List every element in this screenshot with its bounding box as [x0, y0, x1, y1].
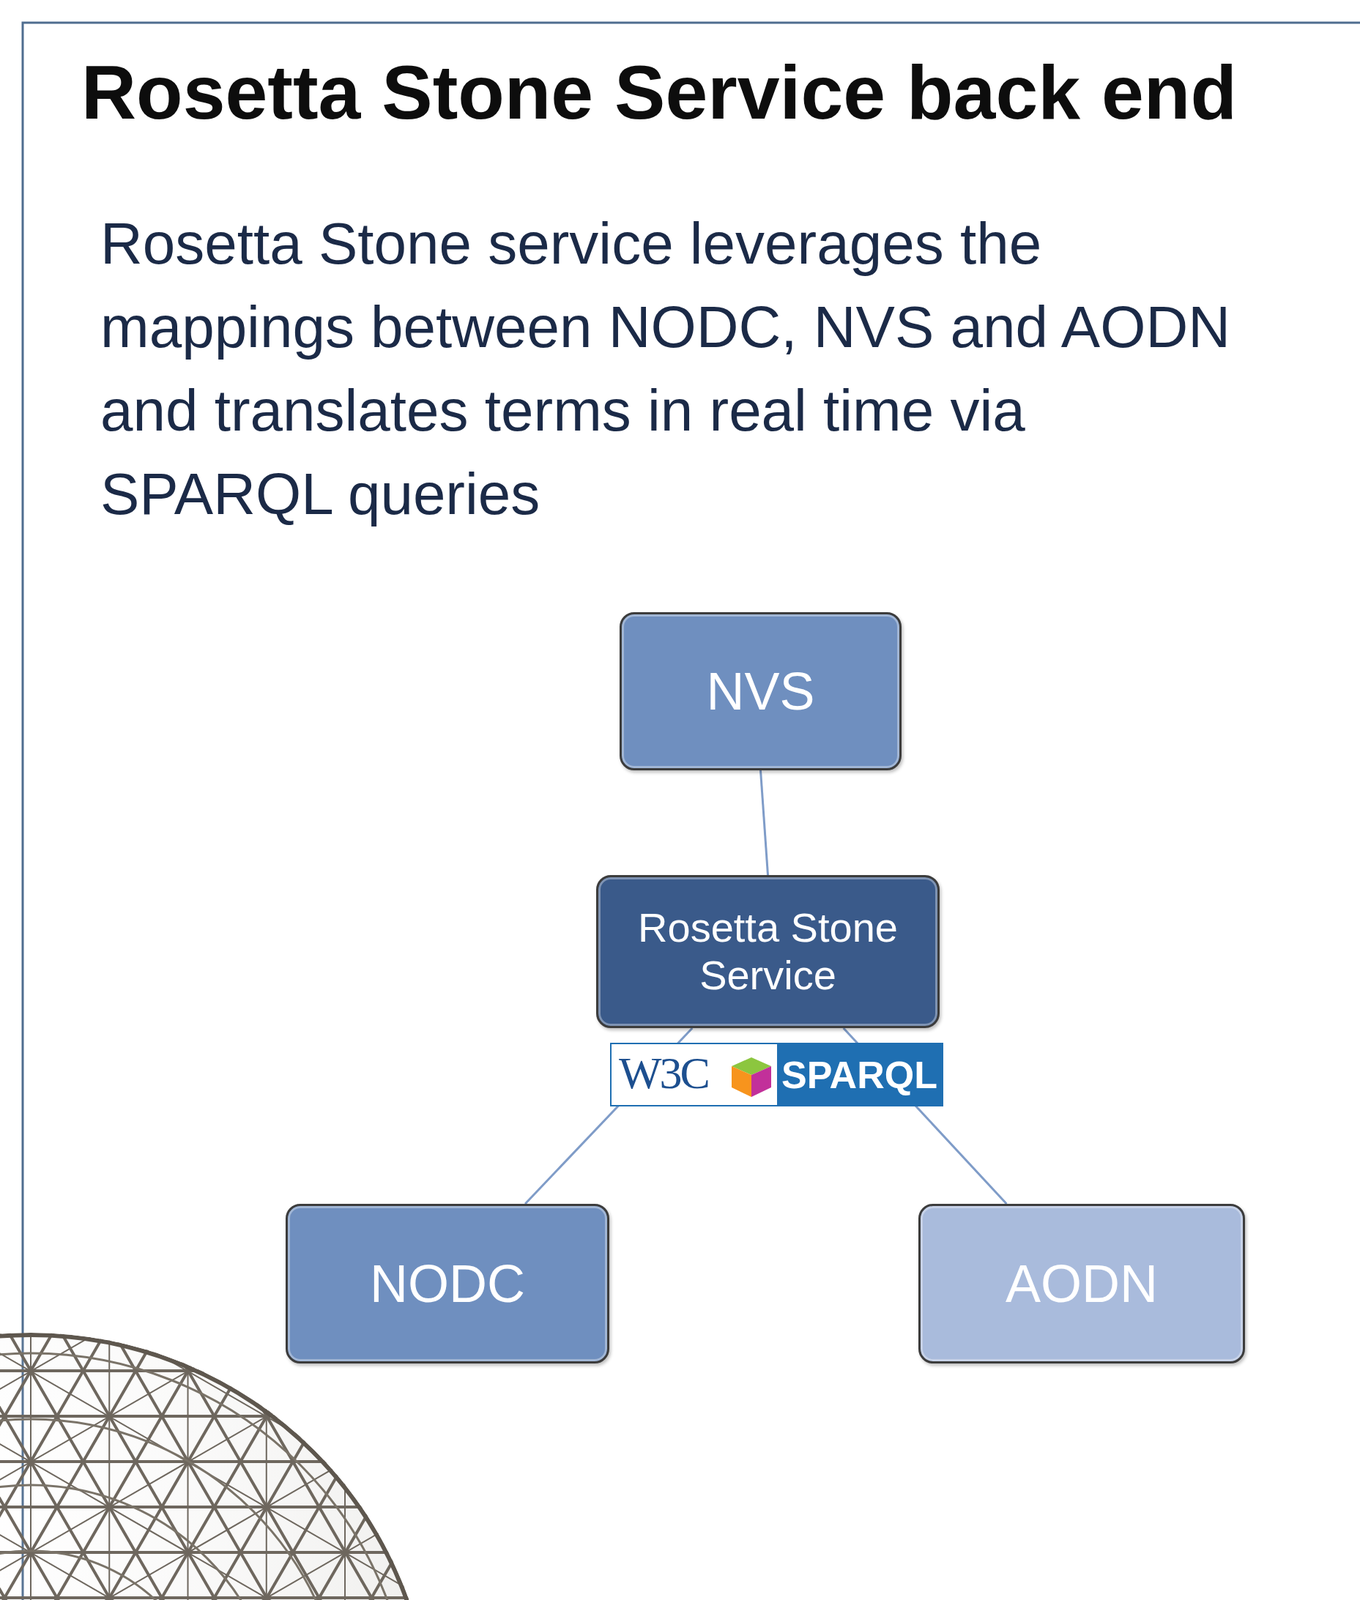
dome-strut — [0, 1409, 515, 1600]
dome-ring — [0, 1485, 280, 1600]
dome-strut — [0, 1222, 170, 1600]
dome-strut — [0, 1187, 544, 1191]
dome-strut — [0, 1403, 91, 1600]
dome-strut — [0, 1069, 239, 1583]
dome-strut — [0, 1426, 52, 1600]
body-text: Rosetta Stone service leverages the mapp… — [100, 202, 1273, 537]
process-box: AODN — [918, 1204, 1246, 1364]
dome-strut — [0, 1205, 318, 1600]
box-label: AODN — [1005, 1253, 1158, 1315]
process-box: NVS — [619, 612, 902, 771]
connector-line — [760, 770, 769, 876]
dome-strut — [0, 1409, 436, 1600]
dome-strut — [0, 661, 4, 1174]
logo-left: W3C — [611, 1044, 778, 1106]
logo-text: SPARQL — [781, 1056, 938, 1095]
dome-strut — [894, 1221, 896, 1600]
logo-text: W3C — [618, 1050, 709, 1096]
dome-strut — [0, 1546, 515, 1600]
dome-strut — [285, 1585, 799, 1600]
dome-strut — [815, 1221, 818, 1600]
dome-shade — [0, 1332, 433, 1600]
cube-icon — [728, 1054, 775, 1099]
slide-border — [22, 22, 1360, 1600]
dome-strut — [108, 1221, 110, 1600]
process-box: Rosetta Stone Service — [596, 875, 940, 1029]
dome-strut — [0, 797, 83, 1311]
dome-strut — [136, 525, 1025, 1039]
box-label: NVS — [705, 661, 815, 723]
dome-ring — [0, 1353, 412, 1600]
dome-ring — [0, 1551, 214, 1600]
dome-strut — [246, 1562, 759, 1600]
dome-strut — [97, 593, 986, 1106]
dome-strut — [0, 1449, 12, 1600]
dome-strut — [0, 1505, 544, 1509]
box-label: NODC — [369, 1253, 526, 1315]
dome-strut — [0, 1596, 544, 1600]
logo-right: SPARQL — [777, 1044, 942, 1106]
slide-title: Rosetta Stone Service back end — [81, 54, 1237, 131]
dome-strut — [0, 1131, 12, 1600]
dome-strut — [30, 1221, 32, 1600]
process-box: NODC — [285, 1204, 610, 1364]
dome-strut — [0, 1176, 91, 1600]
dome-strut — [0, 1001, 200, 1515]
box-label: Rosetta Stone Service — [613, 904, 923, 999]
dome-strut — [0, 1341, 553, 1600]
dome-strut — [0, 1546, 436, 1600]
dome-strut — [0, 1341, 397, 1600]
dome-rim — [0, 1335, 430, 1600]
dome-strut — [736, 1221, 739, 1600]
dome-strut — [167, 1517, 681, 1600]
dome-strut — [0, 729, 43, 1243]
dome-ring — [0, 1419, 346, 1600]
dome-strut — [658, 1221, 660, 1600]
dome-strut — [0, 1138, 671, 1600]
dome-strut — [207, 1040, 720, 1600]
dome-strut — [0, 1267, 327, 1600]
dome-strut — [0, 1154, 52, 1600]
dome-strut — [0, 1097, 544, 1101]
sparql-logo: W3C SPARQL — [610, 1042, 944, 1107]
dome-strut — [0, 1142, 544, 1146]
dome-strut — [0, 865, 122, 1379]
dome-strut — [0, 1199, 130, 1600]
dome-strut — [0, 1001, 750, 1515]
dome-strut — [187, 1221, 189, 1600]
